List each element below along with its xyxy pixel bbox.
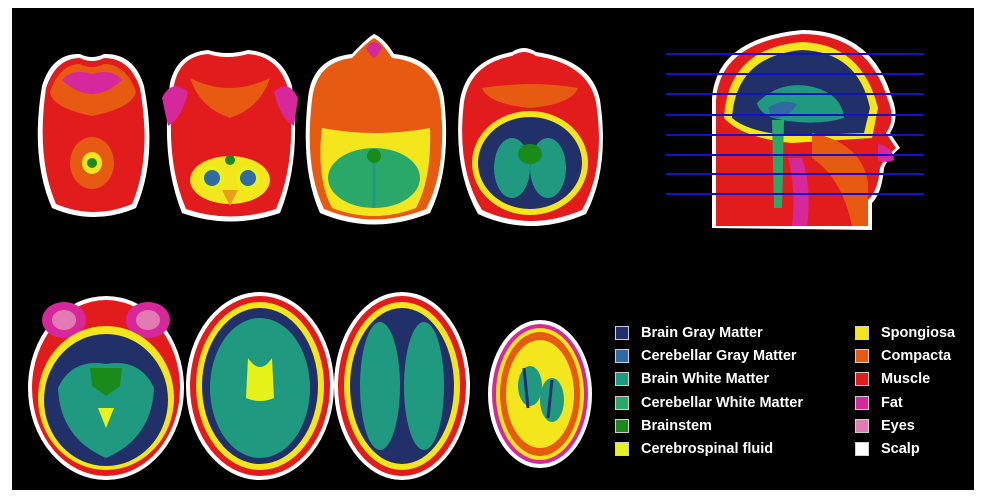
legend-item: Scalp — [855, 437, 955, 460]
legend-item: Cerebellar White Matter — [615, 391, 803, 414]
legend-swatch-fat — [855, 396, 869, 410]
legend-item: Muscle — [855, 368, 955, 391]
legend-label: Spongiosa — [881, 325, 955, 341]
legend-swatch-cerebrospinal-fluid — [615, 442, 629, 456]
legend-swatch-spongiosa — [855, 326, 869, 340]
axial-slice-3 — [306, 34, 446, 225]
legend-swatch-compacta — [855, 349, 869, 363]
legend-label: Brain Gray Matter — [641, 325, 763, 341]
axial-slice-8 — [488, 320, 592, 468]
legend-item: Brainstem — [615, 414, 803, 437]
legend-label: Cerebrospinal fluid — [641, 441, 773, 457]
legend-label: Brainstem — [641, 418, 712, 434]
legend-item: Spongiosa — [855, 321, 955, 344]
legend-swatch-muscle — [855, 372, 869, 386]
legend-swatch-eyes — [855, 419, 869, 433]
legend-label: Cerebellar White Matter — [641, 395, 803, 411]
legend-item: Cerebellar Gray Matter — [615, 344, 803, 367]
head-model-illustration — [12, 8, 974, 490]
legend-item: Brain White Matter — [615, 368, 803, 391]
axial-slice-2 — [162, 50, 298, 222]
legend-swatch-brainstem — [615, 419, 629, 433]
legend-left-column: Brain Gray Matter Cerebellar Gray Matter… — [615, 321, 803, 461]
legend-label: Muscle — [881, 371, 930, 387]
legend-label: Fat — [881, 395, 903, 411]
axial-slice-1 — [38, 54, 150, 217]
legend-item: Eyes — [855, 414, 955, 437]
figure-panel: Brain Gray Matter Cerebellar Gray Matter… — [12, 8, 974, 490]
legend-swatch-brain-white-matter — [615, 372, 629, 386]
axial-slice-6 — [186, 292, 334, 480]
legend-swatch-cerebellar-gray-matter — [615, 349, 629, 363]
legend-swatch-scalp — [855, 442, 869, 456]
legend-label: Eyes — [881, 418, 915, 434]
legend-right-column: Spongiosa Compacta Muscle Fat Eyes Scalp — [855, 321, 955, 461]
axial-slice-5 — [28, 296, 184, 480]
legend-label: Scalp — [881, 441, 920, 457]
legend-item: Brain Gray Matter — [615, 321, 803, 344]
legend-swatch-brain-gray-matter — [615, 326, 629, 340]
legend-item: Fat — [855, 391, 955, 414]
legend-label: Brain White Matter — [641, 371, 769, 387]
legend-label: Cerebellar Gray Matter — [641, 348, 797, 364]
sagittal-view — [666, 30, 924, 230]
legend-item: Cerebrospinal fluid — [615, 437, 803, 460]
legend-item: Compacta — [855, 344, 955, 367]
axial-slice-4 — [458, 48, 603, 226]
axial-slice-7 — [334, 292, 470, 480]
legend-swatch-cerebellar-white-matter — [615, 396, 629, 410]
legend-label: Compacta — [881, 348, 951, 364]
